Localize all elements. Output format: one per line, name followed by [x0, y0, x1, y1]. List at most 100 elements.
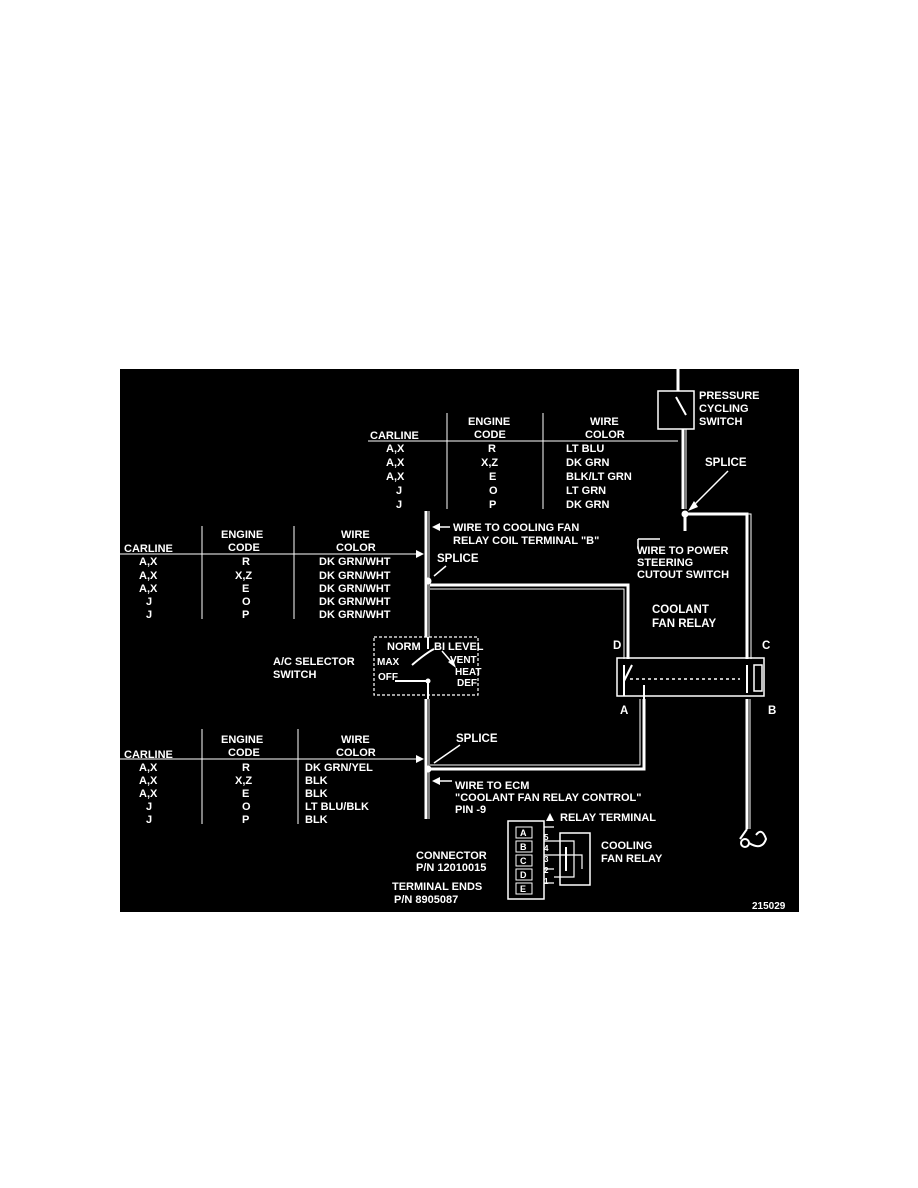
selector-bilevel: BI LEVEL — [434, 641, 484, 653]
relay-feed-wire — [683, 512, 768, 848]
table2-row5-wire: DK GRN/WHT — [319, 609, 391, 621]
wire-table-middle: CARLINE ENGINE CODE WIRE COLOR A,X R DK … — [120, 526, 424, 621]
table2-row3-engine: E — [242, 583, 249, 595]
table2-row2-engine: X,Z — [235, 570, 252, 582]
table3-row1-engine: R — [242, 762, 250, 774]
table2-row3-wire: DK GRN/WHT — [319, 583, 391, 595]
wire-table-bottom: CARLINE ENGINE CODE WIRE COLOR A,X R DK … — [120, 729, 424, 826]
table3-row1-wire: DK GRN/YEL — [305, 762, 373, 774]
table2-row5-carline: J — [146, 609, 152, 621]
table3-row2-carline: A,X — [139, 775, 158, 787]
table2-row4-engine: O — [242, 596, 251, 608]
ecm-label-1: WIRE TO ECM — [455, 780, 529, 792]
table2-row3-carline: A,X — [139, 583, 158, 595]
ac-selector-label-1: A/C SELECTOR — [273, 656, 355, 668]
splice-dot-upper — [424, 577, 432, 585]
table2-header-wire-2: COLOR — [336, 542, 376, 554]
fan-coil-label-2: RELAY COIL TERMINAL "B" — [453, 535, 599, 547]
table1-row4-engine: O — [489, 485, 498, 497]
wire-table-top: CARLINE ENGINE CODE WIRE COLOR A,X R LT … — [368, 413, 678, 511]
table1-row4-carline: J — [396, 485, 402, 497]
table3-row1-carline: A,X — [139, 762, 158, 774]
wiring-diagram: PRESSURE CYCLING SWITCH SPLICE WIRE TO P… — [120, 369, 799, 912]
table1-row3-carline: A,X — [386, 471, 405, 483]
table3-row5-wire: BLK — [305, 814, 328, 826]
pin-2: 2 — [544, 866, 549, 875]
table3-row3-carline: A,X — [139, 788, 158, 800]
pressure-switch-label-2: CYCLING — [699, 403, 749, 415]
figure-id: 215029 — [752, 901, 786, 912]
relay-terminal-label: RELAY TERMINAL — [560, 812, 656, 824]
table1-row4-wire: LT GRN — [566, 485, 606, 497]
coolant-fan-relay-label-2: FAN RELAY — [652, 618, 716, 630]
pin-5: 5 — [544, 833, 549, 842]
table3-row4-engine: O — [242, 801, 251, 813]
table1-header-carline: CARLINE — [370, 430, 419, 442]
table2-row1-wire: DK GRN/WHT — [319, 556, 391, 568]
table2-row1-engine: R — [242, 556, 250, 568]
pin-3: 3 — [544, 855, 549, 864]
cooling-fan-relay-icon — [559, 832, 591, 886]
pin-4: 4 — [544, 844, 549, 853]
table2-header-engine-1: ENGINE — [221, 529, 263, 541]
relay-terminal-a: A — [620, 705, 628, 717]
table2-header-carline: CARLINE — [124, 543, 173, 555]
table3-row3-wire: BLK — [305, 788, 328, 800]
table3-row2-engine: X,Z — [235, 775, 252, 787]
terminal-ends-label-1: TERMINAL ENDS — [392, 881, 482, 893]
selector-norm: NORM — [387, 641, 421, 653]
connector-cavity-c: C — [520, 856, 527, 866]
ecm-label-3: PIN -9 — [455, 804, 486, 816]
connector-cavity-a: A — [520, 828, 527, 838]
ac-selector-switch — [373, 636, 479, 699]
table1-row5-wire: DK GRN — [566, 499, 609, 511]
splice-dot-lower — [424, 765, 432, 773]
connector-cavity-b: B — [520, 842, 527, 852]
table1-row2-carline: A,X — [386, 457, 405, 469]
table2-row2-carline: A,X — [139, 570, 158, 582]
connector-cavity-e: E — [520, 884, 526, 894]
relay-terminal-b: B — [768, 705, 776, 717]
splice-label-upper: SPLICE — [437, 553, 479, 565]
table1-header-wire-1: WIRE — [590, 416, 619, 428]
table3-row5-carline: J — [146, 814, 152, 826]
table2-row1-carline: A,X — [139, 556, 158, 568]
connector-block — [507, 813, 591, 900]
table1-row3-engine: E — [489, 471, 496, 483]
table1-header-wire-2: COLOR — [585, 429, 625, 441]
table2-row2-wire: DK GRN/WHT — [319, 570, 391, 582]
pressure-cycling-switch-wire — [657, 369, 695, 509]
selector-vent: VENT — [450, 655, 477, 666]
table1-header-engine-2: CODE — [474, 429, 506, 441]
cooling-fan-relay-label-1: COOLING — [601, 840, 652, 852]
table3-header-wire-1: WIRE — [341, 734, 370, 746]
table1-row2-engine: X,Z — [481, 457, 498, 469]
fan-coil-label-1: WIRE TO COOLING FAN — [453, 522, 579, 534]
table2-row4-wire: DK GRN/WHT — [319, 596, 391, 608]
table2-header-engine-2: CODE — [228, 542, 260, 554]
table3-row2-wire: BLK — [305, 775, 328, 787]
ac-selector-label-2: SWITCH — [273, 669, 316, 681]
table3-header-carline: CARLINE — [124, 749, 173, 761]
table1-header-engine-1: ENGINE — [468, 416, 510, 428]
relay-terminal-c: C — [762, 640, 770, 652]
selector-def: DEF — [457, 678, 477, 689]
connector-label-1: CONNECTOR — [416, 850, 487, 862]
center-vertical-wire — [424, 511, 430, 819]
cooling-fan-relay-label-2: FAN RELAY — [601, 853, 663, 865]
table3-header-engine-1: ENGINE — [221, 734, 263, 746]
selector-max: MAX — [377, 657, 400, 668]
ecm-label-2: "COOLANT FAN RELAY CONTROL" — [455, 792, 641, 804]
pressure-switch-label-1: PRESSURE — [699, 390, 760, 402]
selector-off: OFF — [378, 672, 398, 683]
table1-row1-wire: LT BLU — [566, 443, 604, 455]
selector-heat: HEAT — [455, 667, 481, 678]
table1-row1-carline: A,X — [386, 443, 405, 455]
table2-row5-engine: P — [242, 609, 249, 621]
splice-label-right: SPLICE — [705, 457, 747, 469]
coolant-fan-relay-label-1: COOLANT — [652, 604, 709, 616]
table3-header-wire-2: COLOR — [336, 747, 376, 759]
pressure-switch-label-3: SWITCH — [699, 416, 742, 428]
table1-row1-engine: R — [488, 443, 496, 455]
table1-row3-wire: BLK/LT GRN — [566, 471, 632, 483]
